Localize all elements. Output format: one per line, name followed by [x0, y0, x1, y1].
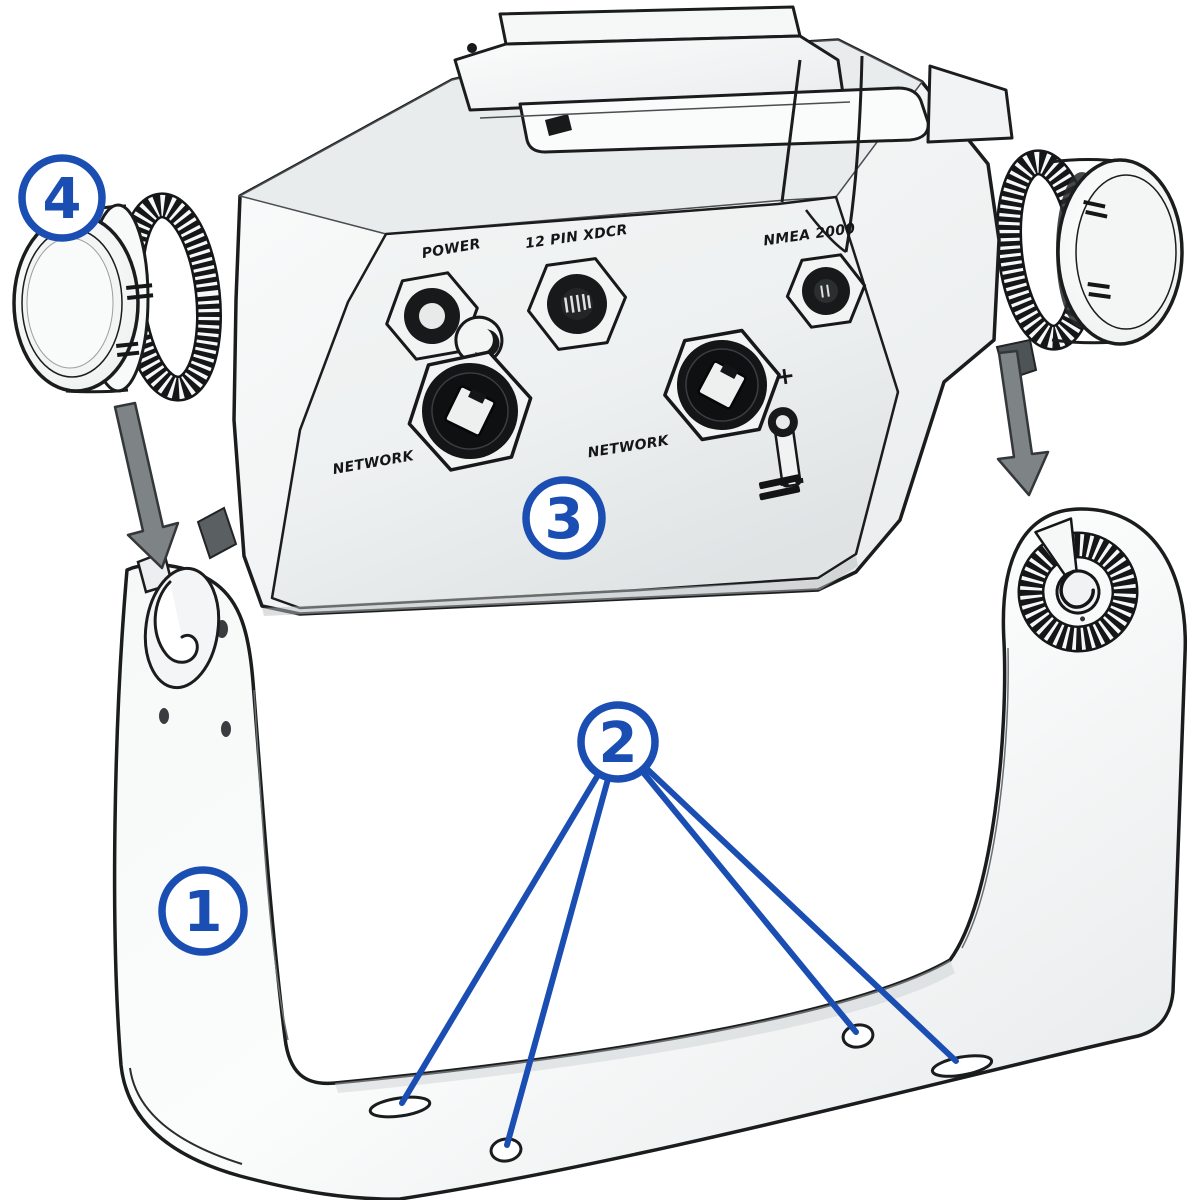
xdcr-connector: [526, 257, 628, 351]
knob-face-center: [26, 237, 114, 369]
tick: [116, 350, 140, 357]
rj45-keystone: [444, 385, 496, 437]
bracket-hook-slot: [136, 550, 221, 690]
callout-1: 1: [158, 866, 248, 956]
callout-circle: [158, 866, 248, 956]
pin: [581, 293, 587, 311]
pin: [820, 285, 824, 298]
callout-number: 2: [599, 711, 638, 776]
callout-2-leader-line: [504, 776, 611, 1148]
tick: [1088, 291, 1111, 300]
bracket-bottom-fold-line: [129, 1067, 243, 1165]
pin: [564, 297, 569, 313]
ground-bar: [758, 474, 800, 490]
arm-hole: [159, 708, 169, 724]
bracket-left-arm-fold: [253, 689, 289, 1041]
bracket-arm-screw-holes: [159, 620, 231, 737]
rj45-clip: [468, 388, 487, 404]
callout-4: 4: [18, 154, 106, 242]
knob-face-inner: [1075, 174, 1177, 330]
mounting-hole-round-left: [489, 1137, 523, 1163]
handle-notch: [545, 114, 572, 136]
hook-slot-cut: [153, 580, 199, 664]
callout-2-leader-line: [399, 772, 601, 1106]
device-bottom-shade: [262, 556, 858, 616]
callout-circle: [18, 154, 106, 242]
mounting-hole-slot-left: [368, 1095, 432, 1119]
handle-hinge-right: [926, 64, 1014, 144]
callout-number: 3: [545, 487, 584, 552]
bracket-base-inner-shadow: [335, 960, 955, 1093]
ground-symbol-bars: [758, 474, 801, 501]
network-connector-left: [407, 350, 533, 472]
tick: [1085, 210, 1108, 219]
ground-plus-symbol: +: [773, 361, 797, 392]
callout-circle: [522, 476, 606, 560]
bracket-right-arm-fold: [961, 647, 1009, 949]
callout-2: 2: [577, 701, 659, 783]
ratchet-dot: [1080, 616, 1086, 622]
callout-number: 4: [43, 167, 82, 232]
ground-bar: [759, 485, 801, 501]
pin: [575, 294, 581, 312]
connector-center: [814, 279, 838, 303]
mounting-holes: [368, 1023, 994, 1163]
knob-tick-marks: [116, 283, 154, 357]
latch-strap-right-edge: [844, 55, 864, 253]
lid-main: [453, 34, 845, 112]
ground-nut-center: [775, 415, 790, 430]
knob-tick-marks: [1083, 199, 1111, 300]
pin: [586, 295, 592, 309]
mounting-hole-round-right: [841, 1023, 875, 1049]
callout-2-leader-line: [643, 765, 959, 1064]
rj45-keystone: [697, 360, 747, 410]
insert-arrow-left: [113, 401, 180, 570]
insert-arrow-right: [996, 349, 1050, 497]
callout-3: 3: [522, 476, 606, 560]
handle-bar: [518, 86, 930, 154]
network-connector-right: [663, 328, 781, 442]
right-knob: [996, 149, 1184, 351]
latch-strap-point: [805, 209, 847, 254]
latch-strap-left-edge: [780, 59, 802, 203]
callout-circle: [577, 701, 659, 783]
nmea2000-connector: [785, 253, 867, 329]
pin: [569, 295, 575, 313]
tick: [116, 341, 139, 348]
latch-tongue-left: [196, 506, 238, 560]
arm-hole: [221, 721, 231, 737]
pin: [826, 284, 830, 297]
callout-number: 1: [184, 880, 223, 945]
connector-cap-face: [466, 327, 493, 354]
connector-pins: [564, 293, 592, 313]
ratchet-hook-curl: [1059, 569, 1095, 609]
teeth-slits: [120, 194, 220, 400]
rj45-clip: [720, 363, 739, 380]
tick: [126, 293, 154, 300]
carry-handle: [453, 5, 1014, 154]
mounting-hole-slot-right: [930, 1054, 994, 1078]
connector-center: [419, 303, 445, 329]
callout-2-leader-line: [639, 768, 859, 1035]
left-knob: [12, 192, 222, 402]
callout-2-leaders: [399, 765, 959, 1148]
device: + POWER 12 PIN XDCR NMEA 2000 NETWORK NE…: [12, 5, 1184, 616]
tick: [1087, 282, 1110, 290]
tick: [126, 283, 153, 290]
handle-shadow-line: [479, 101, 851, 119]
bracket-ratchet-socket: [1017, 517, 1139, 653]
lid-screw: [467, 43, 477, 53]
ground-post: [767, 407, 804, 488]
tick: [1083, 199, 1106, 209]
ratchet-teeth: [1020, 534, 1136, 650]
